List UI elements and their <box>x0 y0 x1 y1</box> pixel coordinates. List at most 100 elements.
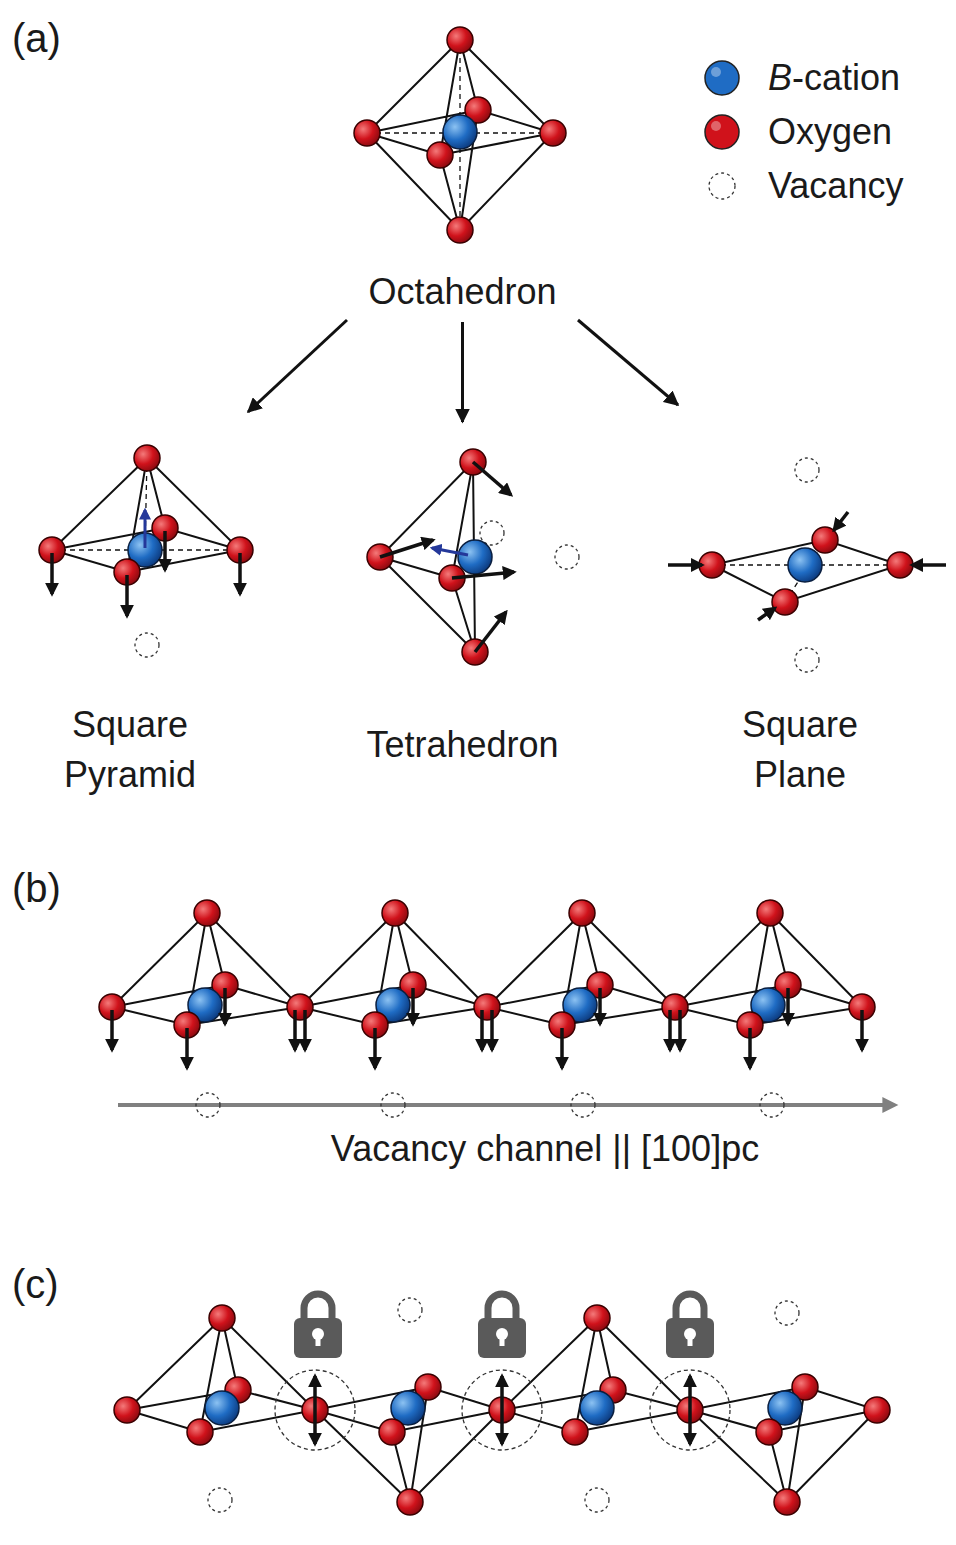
oxygen-vacancy <box>208 1488 232 1512</box>
structure-label-box: Square Pyramid <box>20 420 240 800</box>
oxygen-atom <box>427 142 453 168</box>
swatch-ring <box>709 173 735 199</box>
oxygen-vacancy <box>795 458 819 482</box>
displacement-arrow <box>668 1010 672 1050</box>
oxygen-vacancy <box>571 1093 595 1117</box>
structure-label-box: Square Plane <box>705 440 895 800</box>
oxygen-atom <box>540 120 566 146</box>
legend-label: Vacancy <box>768 165 903 207</box>
oxygen-atom <box>382 900 408 926</box>
panel-letter: (b) <box>12 866 61 911</box>
displacement-arrow <box>373 1028 377 1068</box>
vacancy-channel-arrow <box>118 1103 892 1107</box>
displacement-arrow <box>668 563 702 567</box>
b-cation-atom <box>458 540 492 574</box>
legend-label: B-cation <box>768 57 900 99</box>
oxygen-vacancy <box>480 521 504 545</box>
legend-label: Oxygen <box>768 111 892 153</box>
legend-row: B-cation <box>700 51 903 105</box>
displacement-arrow <box>238 553 242 594</box>
oxygen-atom <box>134 445 160 471</box>
legend: B-cationOxygenVacancy <box>700 51 903 213</box>
structure-name: Octahedron <box>345 270 580 314</box>
lock-icon <box>478 1294 526 1358</box>
displacement-arrow <box>748 1028 752 1068</box>
oxygen-atom <box>447 217 473 243</box>
oxygen-vacancy <box>585 1488 609 1512</box>
oxygen-atom <box>194 900 220 926</box>
b-cation-atom <box>788 548 822 582</box>
transformation-arrow <box>578 320 678 405</box>
hidden-bond-line <box>52 458 240 572</box>
oxygen-atom <box>756 1419 782 1445</box>
displacement-arrow <box>834 512 848 530</box>
bond-line <box>367 40 553 230</box>
structure-label-box: Octahedron <box>345 20 580 314</box>
displacement-arrow <box>598 988 602 1024</box>
oxygen-atom <box>584 1305 610 1331</box>
oxygen-vacancy <box>196 1093 220 1117</box>
cation-shift-arrow <box>144 510 147 548</box>
locked-displacement-arrow <box>500 1376 504 1444</box>
locked-site-ring <box>462 1370 542 1450</box>
locked-displacement-arrow <box>313 1376 317 1444</box>
bond-line <box>112 913 862 1025</box>
displacement-arrow <box>293 1010 297 1050</box>
oxygen-atom <box>569 900 595 926</box>
oxygen-vacancy <box>381 1093 405 1117</box>
oxygen-vacancy <box>760 1093 784 1117</box>
legend-row: Vacancy <box>700 159 903 213</box>
oxygen-atom <box>562 1419 588 1445</box>
swatch-dot <box>705 61 739 95</box>
displacement-arrow <box>490 1010 494 1050</box>
bond-line <box>712 540 900 602</box>
transformation-arrow <box>248 320 347 412</box>
lock-icon <box>294 1294 342 1358</box>
oxygen-atom <box>864 1397 890 1423</box>
oxygen-atom <box>887 552 913 578</box>
oxygen-atom <box>757 900 783 926</box>
displacement-arrow <box>480 1010 484 1050</box>
displacement-arrow <box>380 540 433 557</box>
displacement-arrow <box>411 988 415 1024</box>
displacement-arrow <box>473 462 511 495</box>
oxygen-atom <box>699 552 725 578</box>
oxygen-atom <box>474 994 500 1020</box>
structure-name: Square Pyramid <box>20 700 240 800</box>
legend-swatch <box>700 110 744 154</box>
oxygen-atom <box>812 527 838 553</box>
displacement-arrow <box>758 608 775 620</box>
locked-site-ring <box>650 1370 730 1450</box>
oxygen-atom <box>397 1489 423 1515</box>
oxygen-vacancy <box>795 648 819 672</box>
displacement-arrow <box>110 1010 114 1050</box>
displacement-arrow <box>50 553 54 594</box>
b-cation-atom <box>205 1391 239 1425</box>
displacement-arrow <box>163 531 167 570</box>
legend-swatch <box>700 164 744 208</box>
displacement-arrow <box>185 1028 189 1068</box>
legend-row: Oxygen <box>700 105 903 159</box>
b-cation-atom <box>580 1391 614 1425</box>
axis-caption: Vacancy channel || [100]pc <box>331 1128 759 1170</box>
structure-name: Square Plane <box>705 700 895 800</box>
structure-label-box: Tetrahedron <box>340 430 585 770</box>
displacement-arrow <box>560 1028 564 1068</box>
oxygen-atom <box>187 1419 213 1445</box>
oxygen-atom <box>114 1397 140 1423</box>
oxygen-atom <box>354 120 380 146</box>
oxygen-vacancy <box>555 545 579 569</box>
structure-name: Tetrahedron <box>340 720 585 770</box>
displacement-arrow <box>678 1010 682 1050</box>
oxygen-vacancy <box>135 633 159 657</box>
panel-letter: (a) <box>12 16 61 61</box>
displacement-arrow <box>223 988 227 1024</box>
oxygen-vacancy <box>398 1298 422 1322</box>
swatch-highlight <box>711 121 721 131</box>
lock-icon <box>666 1294 714 1358</box>
oxygen-atom <box>209 1305 235 1331</box>
oxygen-vacancy <box>775 1301 799 1325</box>
oxygen-atom <box>772 589 798 615</box>
oxygen-atom <box>287 994 313 1020</box>
